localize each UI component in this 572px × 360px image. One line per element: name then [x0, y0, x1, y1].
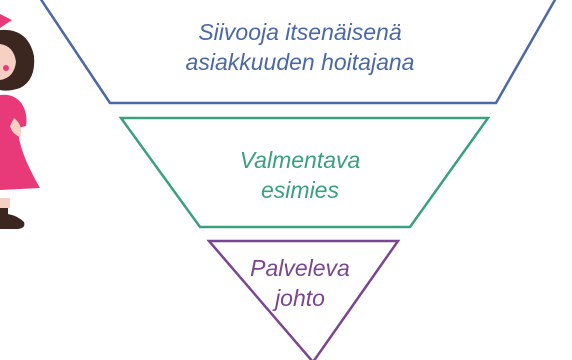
girl-figure-icon [0, 14, 40, 229]
level-1-line-2: asiakkuuden hoitajana [185, 49, 415, 75]
level-3-line-1: Palveleva [250, 255, 350, 281]
level-3-triangle [206, 239, 401, 360]
level-2-line-2: esimies [261, 177, 339, 203]
level-2-line-1: Valmentava [239, 147, 361, 173]
level-1-label: Siivooja itsenäisenä asiakkuuden hoitaja… [150, 17, 450, 77]
level-2-label: Valmentava esimies [170, 145, 430, 205]
level-3-line-2: johto [275, 285, 325, 311]
level-3-label: Palveleva johto [205, 253, 395, 313]
level-1-trapezoid [39, 0, 557, 105]
level-1-line-1: Siivooja itsenäisenä [198, 19, 402, 45]
level-2-trapezoid [118, 116, 491, 229]
